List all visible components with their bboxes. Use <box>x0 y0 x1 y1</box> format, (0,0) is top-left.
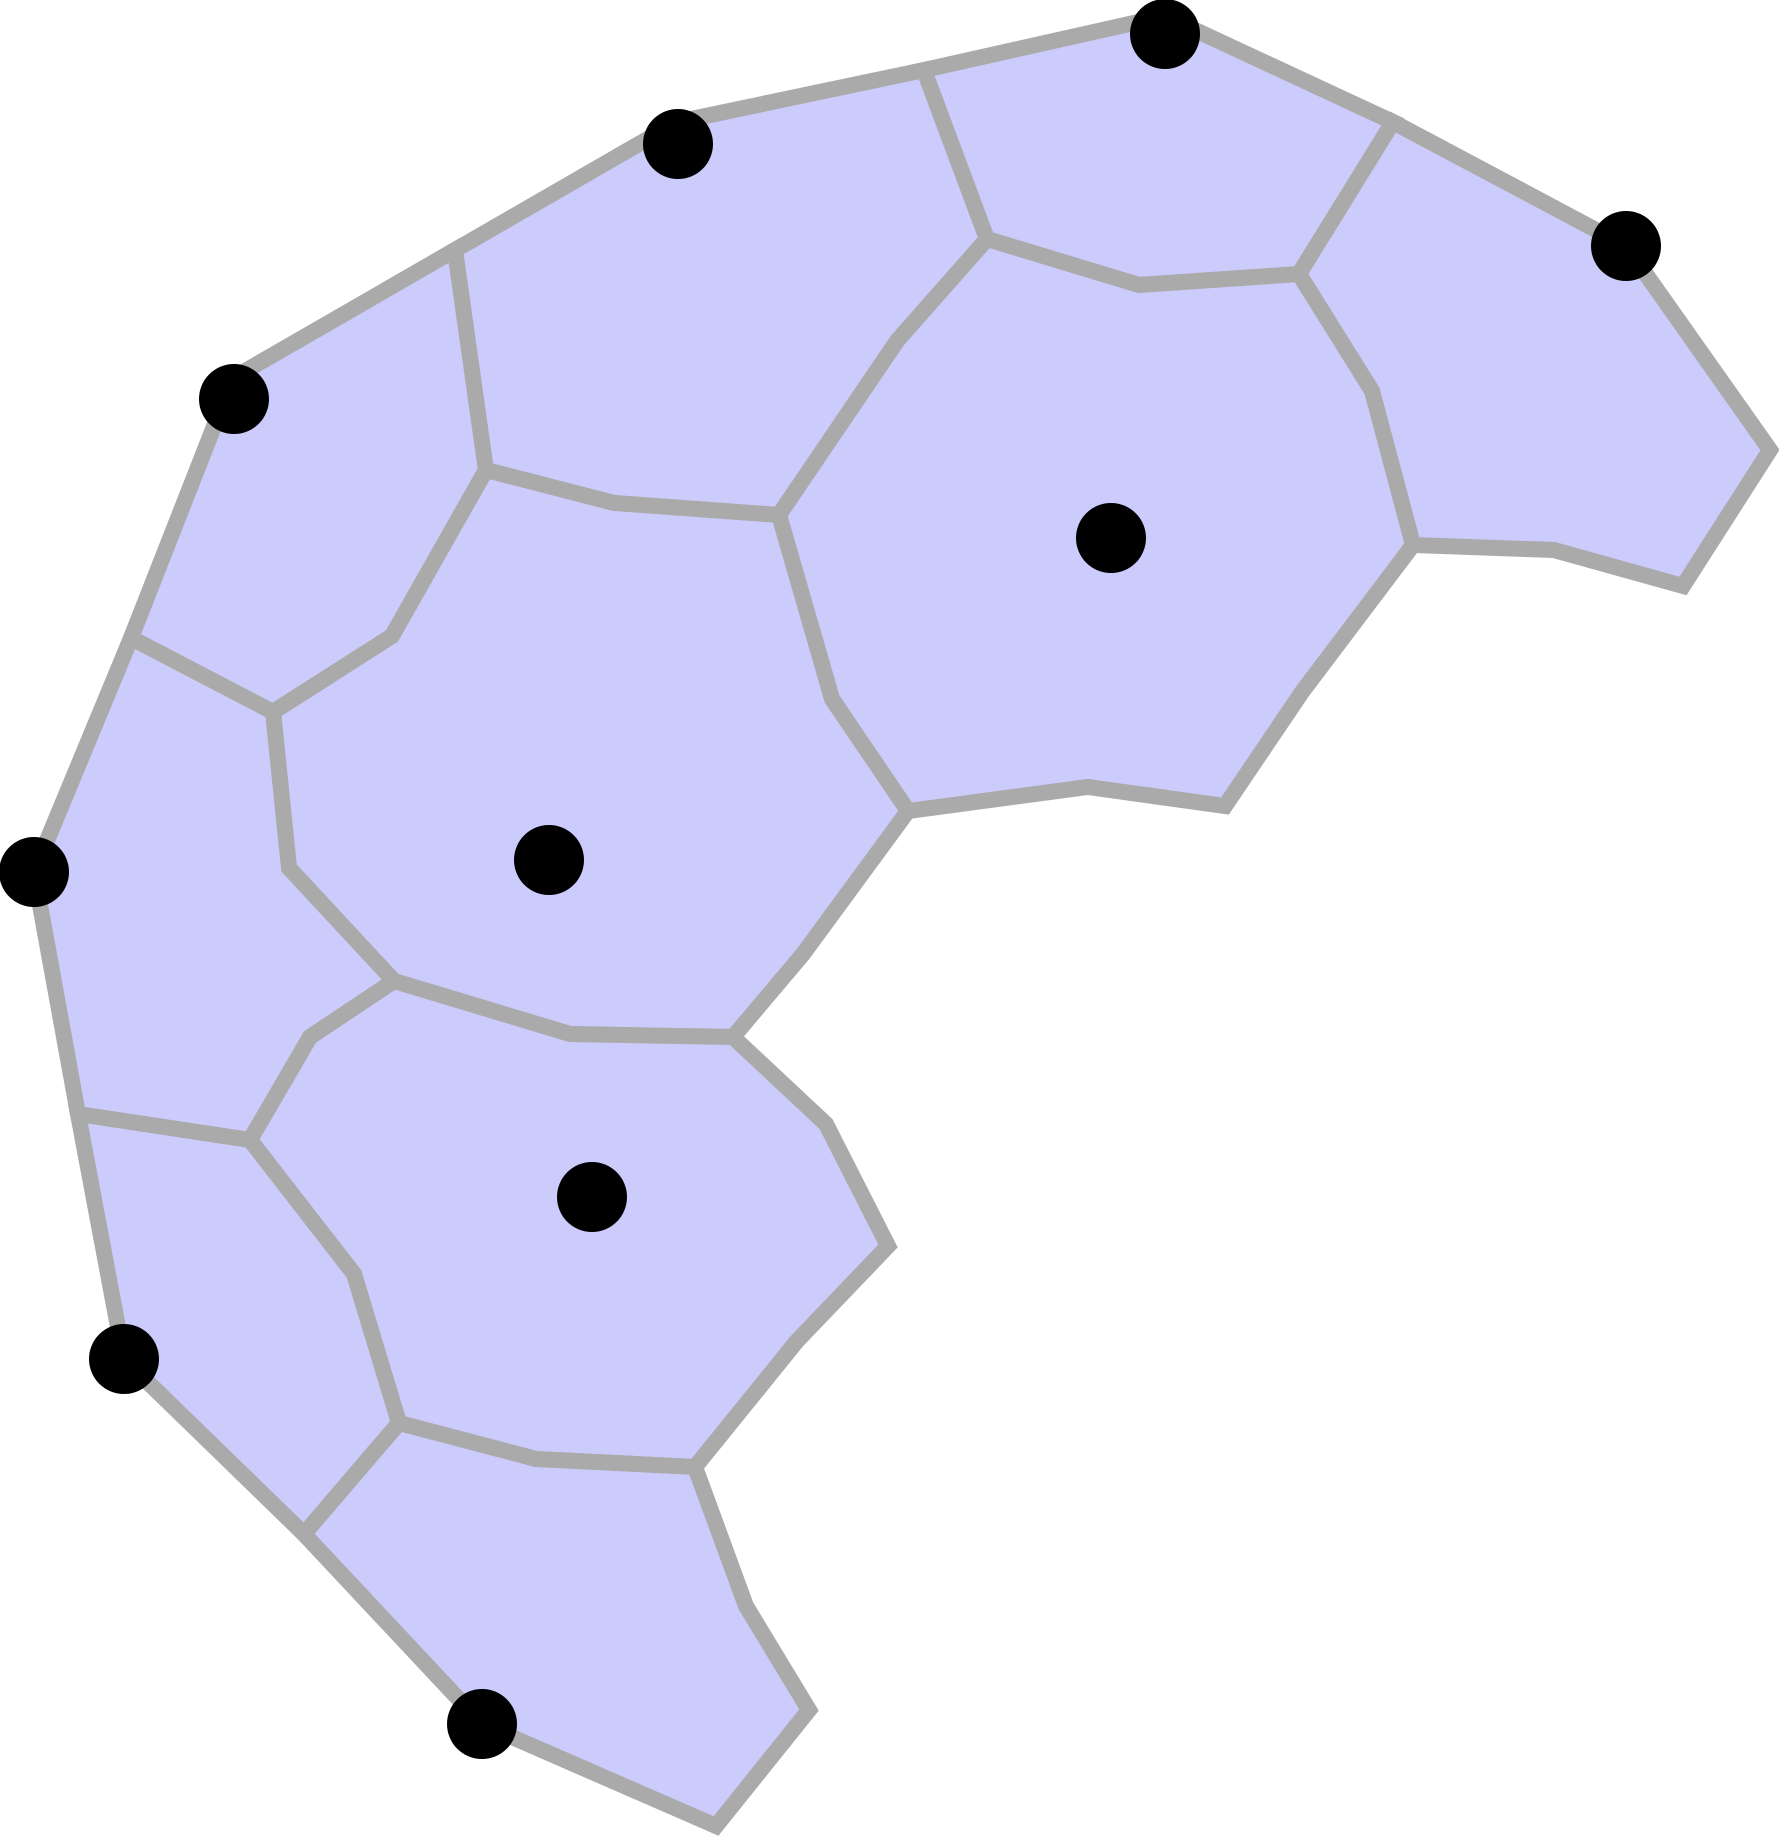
boundary-point-upper-left <box>199 364 269 434</box>
interior-point-center <box>514 825 584 895</box>
boundary-point-left <box>0 837 69 907</box>
site-point-layer <box>0 0 1661 1759</box>
interior-point-right <box>1076 503 1146 573</box>
boundary-point-top-right <box>1130 0 1200 69</box>
boundary-point-bottom <box>447 1689 517 1759</box>
boundary-point-top <box>643 109 713 179</box>
cell-layer <box>25 7 1779 1836</box>
boundary-point-far-right <box>1591 211 1661 281</box>
boundary-point-lower-left <box>89 1324 159 1394</box>
cell-bottom <box>293 1413 819 1836</box>
interior-point-lower <box>557 1162 627 1232</box>
